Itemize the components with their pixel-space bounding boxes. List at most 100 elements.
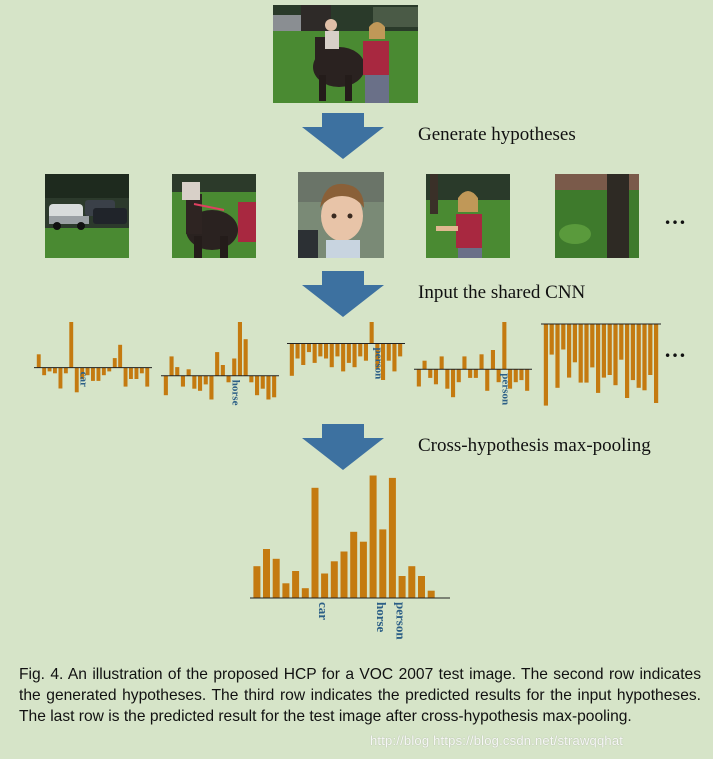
- bar: [329, 343, 334, 368]
- bar: [289, 343, 294, 376]
- bar: [392, 343, 397, 372]
- bar: [253, 566, 261, 599]
- bar: [584, 324, 589, 383]
- predictions-ellipsis: …: [664, 337, 687, 362]
- bar: [53, 367, 57, 374]
- bar: [379, 529, 387, 598]
- bar: [352, 343, 357, 368]
- hypotheses-ellipsis: …: [664, 204, 687, 229]
- bar: [215, 352, 220, 376]
- bar: [249, 375, 254, 383]
- bar: [388, 477, 396, 598]
- class-label: car: [78, 372, 90, 387]
- bar: [180, 375, 185, 387]
- bar: [282, 583, 290, 598]
- step-label-generate: Generate hypotheses: [418, 124, 576, 145]
- bar: [63, 367, 68, 374]
- down-arrow-icon: [302, 113, 384, 159]
- bar: [292, 571, 300, 598]
- bar: [260, 375, 265, 389]
- bar: [601, 324, 606, 378]
- bar: [363, 343, 368, 361]
- bar: [350, 531, 358, 598]
- bar: [369, 322, 374, 344]
- bar: [101, 367, 106, 376]
- bar: [398, 343, 403, 357]
- bar: [335, 343, 340, 357]
- bar: [295, 343, 300, 359]
- bar: [186, 369, 191, 376]
- class-label: person: [500, 373, 512, 405]
- bar: [427, 590, 435, 598]
- bar: [590, 324, 595, 368]
- bar: [80, 367, 85, 379]
- bar: [359, 541, 367, 598]
- bar: [462, 356, 467, 370]
- class-label: car: [316, 602, 331, 620]
- bar: [386, 343, 391, 361]
- prediction-chart-1: car: [34, 322, 152, 393]
- bar: [433, 369, 438, 385]
- bar: [220, 365, 225, 376]
- class-label: horse: [230, 380, 242, 406]
- bar: [369, 475, 377, 598]
- bar: [358, 343, 363, 357]
- bar: [654, 324, 659, 403]
- bar: [47, 367, 52, 372]
- bar: [418, 576, 425, 599]
- bar: [232, 358, 237, 376]
- bar: [555, 324, 560, 388]
- bar: [485, 369, 490, 391]
- bar: [301, 343, 306, 365]
- bar: [613, 324, 618, 386]
- bar: [255, 375, 260, 396]
- bar: [175, 367, 180, 376]
- bar: [192, 375, 197, 389]
- bar: [243, 339, 248, 376]
- bar: [237, 322, 242, 376]
- bar: [502, 322, 507, 370]
- bar: [549, 324, 554, 355]
- bar: [340, 551, 348, 598]
- input-image: [273, 5, 418, 103]
- bar: [346, 343, 351, 363]
- prediction-chart-5: [541, 323, 661, 406]
- hypothesis-image-background: [555, 174, 639, 258]
- bar: [311, 487, 319, 599]
- bar: [525, 369, 530, 391]
- bar: [479, 354, 484, 370]
- bar: [630, 324, 635, 381]
- bar: [85, 367, 90, 376]
- bar: [209, 375, 214, 400]
- bar: [306, 343, 311, 353]
- bar: [36, 354, 41, 368]
- bar: [341, 343, 346, 372]
- bar: [543, 324, 548, 406]
- bar: [513, 369, 518, 383]
- hypothesis-image-person: [426, 174, 510, 258]
- hypothesis-image-horse: [172, 174, 256, 258]
- prediction-chart-4: person: [414, 322, 532, 405]
- bar: [107, 367, 112, 372]
- bar: [203, 375, 208, 385]
- bar: [456, 369, 461, 383]
- bar: [301, 588, 309, 598]
- bar: [607, 324, 612, 375]
- bar: [422, 360, 427, 370]
- bar: [272, 558, 280, 598]
- bar: [428, 369, 433, 378]
- bar: [439, 356, 444, 370]
- bar: [572, 324, 577, 363]
- bar: [451, 369, 456, 398]
- bar: [490, 350, 495, 370]
- bar: [596, 324, 601, 393]
- bar: [508, 369, 513, 389]
- step-label-cnn: Input the shared CNN: [418, 282, 586, 303]
- bar: [123, 367, 128, 387]
- bar: [58, 367, 63, 389]
- bar: [69, 322, 74, 368]
- bar: [625, 324, 630, 398]
- bar: [74, 367, 79, 393]
